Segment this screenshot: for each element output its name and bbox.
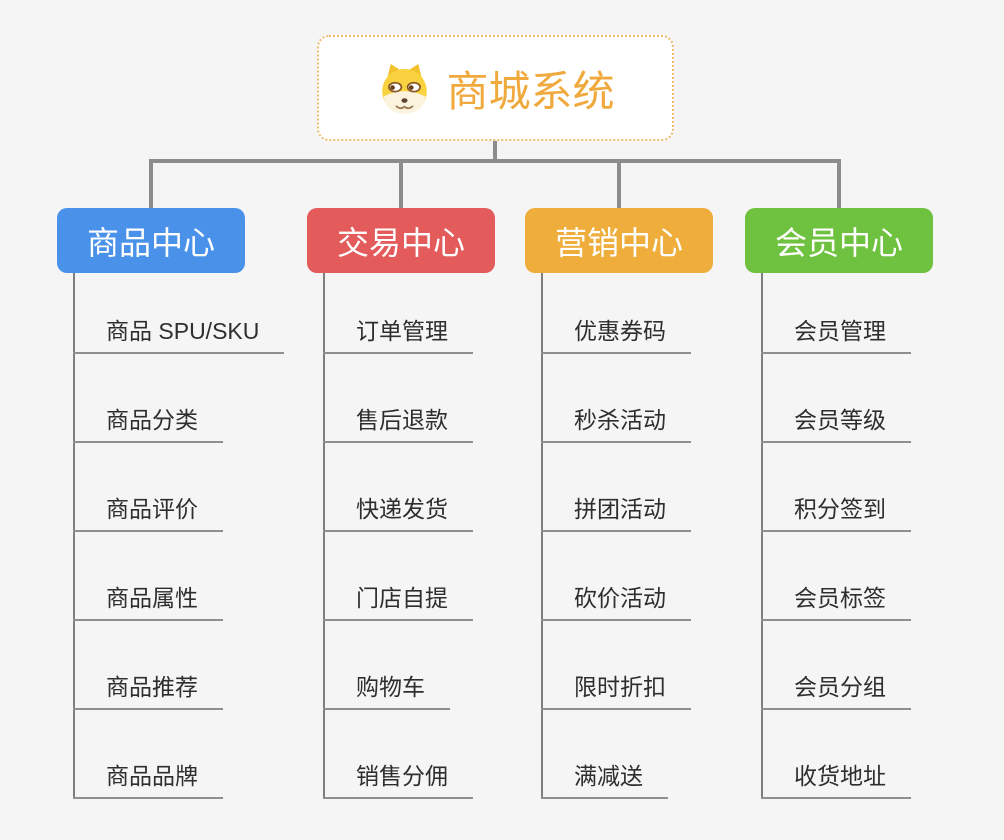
branch-label: 商品中心 [86, 224, 215, 261]
doge-icon [382, 63, 428, 113]
leaf-node[interactable]: 商品评价 [73, 494, 223, 532]
branch-trunk-line [541, 273, 543, 799]
branch-label: 交易中心 [336, 224, 465, 261]
leaf-node[interactable]: 门店自提 [323, 583, 473, 621]
leaf-node[interactable]: 会员等级 [761, 405, 911, 443]
branch-node-marketing[interactable]: 营销中心 [525, 208, 713, 273]
connector-branch-drop [149, 159, 153, 209]
connector-branch-drop [837, 159, 841, 209]
root-node[interactable]: 商城系统 [317, 35, 674, 141]
leaf-node[interactable]: 会员分组 [761, 672, 911, 710]
branch-trunk-line [761, 273, 763, 799]
leaf-node[interactable]: 积分签到 [761, 494, 911, 532]
branch-group-product: 商品中心 商品 SPU/SKU 商品分类 商品评价 商品属性 商品推荐 商品品牌 [57, 208, 319, 799]
leaf-node[interactable]: 订单管理 [323, 316, 473, 354]
leaf-node[interactable]: 砍价活动 [541, 583, 691, 621]
branch-group-member: 会员中心 会员管理 会员等级 积分签到 会员标签 会员分组 收货地址 [745, 208, 1004, 799]
connector-branch-drop [399, 159, 403, 209]
leaf-node[interactable]: 收货地址 [761, 761, 911, 799]
leaf-node[interactable]: 销售分佣 [323, 761, 473, 799]
leaf-node[interactable]: 购物车 [323, 672, 450, 710]
leaf-node[interactable]: 商品属性 [73, 583, 223, 621]
leaf-node[interactable]: 会员标签 [761, 583, 911, 621]
branch-node-member[interactable]: 会员中心 [745, 208, 933, 273]
branch-group-trade: 交易中心 订单管理 售后退款 快递发货 门店自提 购物车 销售分佣 [307, 208, 569, 799]
leaf-node[interactable]: 满减送 [541, 761, 668, 799]
leaf-node[interactable]: 商品分类 [73, 405, 223, 443]
connector-root-drop [493, 141, 497, 163]
connector-horizontal [149, 159, 841, 163]
leaf-node[interactable]: 拼团活动 [541, 494, 691, 532]
branch-group-marketing: 营销中心 优惠券码 秒杀活动 拼团活动 砍价活动 限时折扣 满减送 [525, 208, 787, 799]
branch-trunk-line [73, 273, 75, 799]
branch-label: 会员中心 [774, 224, 903, 261]
branch-node-product[interactable]: 商品中心 [57, 208, 245, 273]
leaf-node[interactable]: 商品推荐 [73, 672, 223, 710]
leaf-node[interactable]: 快递发货 [323, 494, 473, 532]
leaf-node[interactable]: 会员管理 [761, 316, 911, 354]
leaf-node[interactable]: 商品 SPU/SKU [73, 316, 285, 354]
leaf-node[interactable]: 限时折扣 [541, 672, 691, 710]
branch-trunk-line [323, 273, 325, 799]
branch-label: 营销中心 [554, 224, 683, 261]
connector-branch-drop [617, 159, 621, 209]
leaf-node[interactable]: 秒杀活动 [541, 405, 691, 443]
branch-node-trade[interactable]: 交易中心 [307, 208, 495, 273]
leaf-node[interactable]: 售后退款 [323, 405, 473, 443]
leaf-node[interactable]: 商品品牌 [73, 761, 223, 799]
leaf-node[interactable]: 优惠券码 [541, 316, 691, 354]
root-title: 商城系统 [446, 67, 615, 115]
